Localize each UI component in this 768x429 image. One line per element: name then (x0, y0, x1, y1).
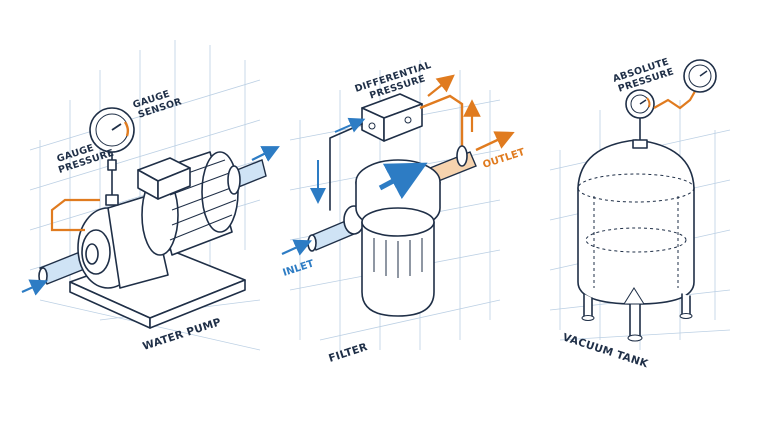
pump-base-side (149, 279, 246, 329)
pump-inlet-opening (38, 267, 48, 285)
filter-flow-arrow (378, 162, 428, 200)
pump-gauge-dial-mark (123, 121, 129, 137)
tank-leg-front (629, 303, 641, 339)
tank-body (577, 187, 695, 305)
vacuum-tank: ABSOLUTE PRESSURE VACUUM TANK (561, 55, 717, 371)
diff-box-side (383, 103, 423, 142)
tank-leg-left (583, 293, 593, 319)
pump-eye (85, 243, 99, 265)
pump-inlet-arrow (21, 279, 49, 296)
filter-inlet-arrow (281, 239, 313, 256)
diff-high-arrow (427, 74, 455, 97)
pump-gauge-needle (111, 123, 122, 131)
gauge-sensor-label: GAUGE SENSOR (132, 86, 184, 122)
tank-leg-right (681, 293, 691, 317)
filter-outlet-arrow (475, 131, 515, 152)
pump-outlet-arrow (251, 146, 280, 162)
diff-left-arrow (334, 117, 366, 133)
tank-signal-line (653, 85, 699, 110)
filter-label: FILTER (327, 341, 369, 365)
pump-signal-line (50, 198, 100, 232)
diff-right-tube (419, 94, 464, 150)
inlet-label: INLET (282, 258, 316, 278)
pump-shaft-coupling (227, 165, 241, 195)
water-pump: GAUGE SENSOR GAUGE PRESSURE WATER PUMP (21, 86, 280, 353)
outlet-label: OUTLET (482, 147, 527, 171)
pump-terminal-side (157, 167, 191, 200)
filter-bowl-rim (361, 207, 435, 237)
absolute-pressure-label: ABSOLUTE PRESSURE (612, 55, 678, 95)
